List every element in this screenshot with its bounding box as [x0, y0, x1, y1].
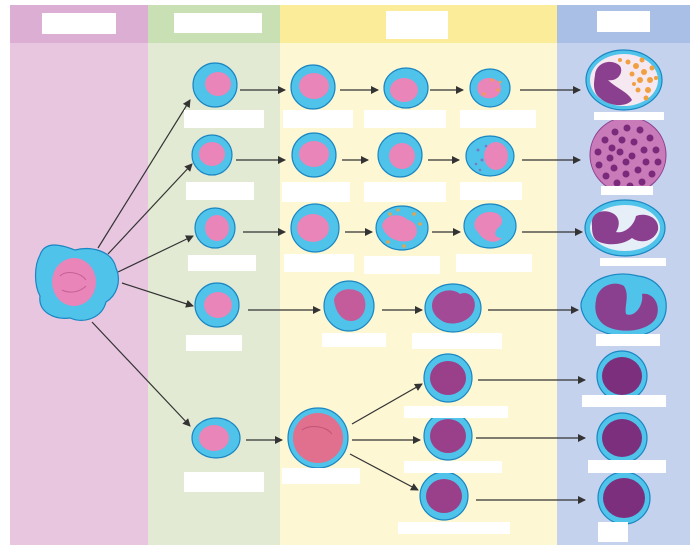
cell-r2-mature [589, 116, 667, 194]
cells [34, 49, 667, 525]
cell-r3-progenitor [194, 207, 236, 249]
cell-r1-mature [585, 49, 663, 111]
cell-r1-p3 [469, 68, 511, 108]
cell-r5-b3 [419, 471, 469, 521]
cell-r2-p3 [465, 135, 515, 177]
cell-r5-b1 [423, 353, 473, 403]
arrow-stem-to-r2 [107, 163, 193, 255]
cell-r5-b2 [423, 411, 473, 461]
cell-r5-p1 [287, 407, 349, 469]
arrow-r5-b1 [351, 383, 423, 425]
arrow-stem-to-r5 [91, 321, 191, 427]
cell-r5-progenitor [191, 417, 241, 459]
cell-r5-m1 [596, 350, 648, 402]
cell-r4-p1 [323, 280, 375, 332]
cell-r2-p2 [377, 132, 423, 178]
cell-r1-p2 [383, 67, 429, 109]
arrow-stem-to-r4 [121, 282, 194, 308]
cell-r2-progenitor [191, 134, 233, 176]
cell-r3-p1 [290, 203, 340, 253]
cell-r3-p3 [463, 203, 517, 249]
cell-r4-p2 [424, 283, 482, 333]
arrow-stem-to-r3 [117, 235, 194, 273]
stem-cell [34, 244, 119, 321]
arrows [91, 86, 586, 504]
cell-r4-mature [580, 273, 667, 337]
label-boxes [42, 11, 666, 542]
cell-r2-p1 [291, 132, 337, 178]
arrow-r5-b3 [349, 453, 419, 491]
arrow-stem-to-r1 [97, 99, 191, 249]
cell-r4-progenitor [194, 282, 240, 328]
cell-r5-m2 [596, 412, 648, 464]
cell-r1-p1 [290, 64, 336, 110]
cell-r3-mature [584, 199, 666, 257]
cell-r1-progenitor [192, 62, 238, 108]
cell-r3-p2 [375, 205, 429, 251]
cell-r5-m3 [597, 471, 651, 525]
